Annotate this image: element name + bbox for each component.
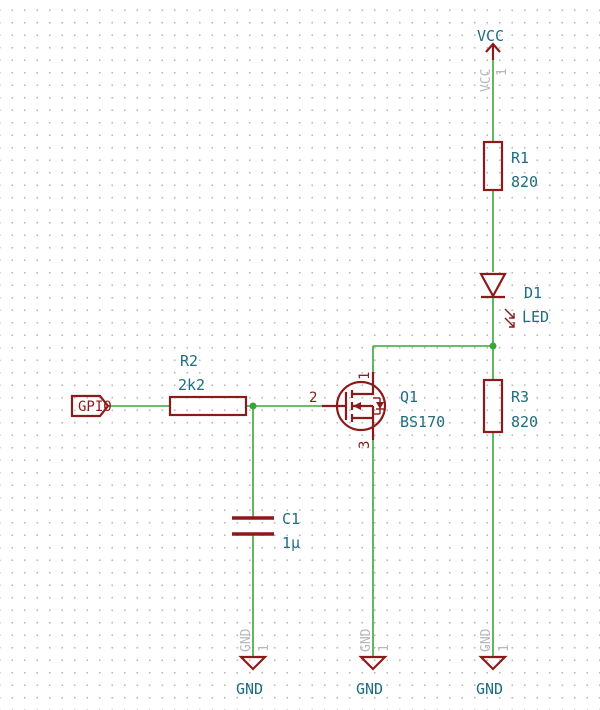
- gnd-c1-pin-number: 1: [257, 644, 272, 652]
- gnd-symbol-r3[interactable]: GND GND 1: [476, 628, 512, 698]
- gnd-r3-hidden-name: GND: [479, 628, 494, 652]
- resistor-r3[interactable]: R3 820: [482, 378, 538, 434]
- mosfet-q1[interactable]: 2 1 3 Q1 BS170: [309, 372, 445, 449]
- gnd-r3-label: GND: [476, 680, 503, 698]
- q1-pin-gate: 2: [309, 390, 317, 406]
- q1-reference: Q1: [400, 388, 418, 406]
- wires: [108, 60, 494, 657]
- resistor-r1[interactable]: R1 820: [482, 140, 538, 192]
- d1-value: LED: [522, 308, 549, 326]
- capacitor-c1[interactable]: C1 1µ: [232, 510, 300, 552]
- gpio-label-text: GPIO: [78, 399, 112, 415]
- r1-value: 820: [511, 173, 538, 191]
- c1-value: 1µ: [282, 534, 300, 552]
- r2-reference: R2: [180, 352, 198, 370]
- vcc-symbol[interactable]: VCC VCC 1: [477, 27, 510, 92]
- q1-value: BS170: [400, 413, 445, 431]
- vcc-hidden-name: VCC: [479, 69, 494, 92]
- q1-pin-drain: 1: [357, 372, 373, 380]
- led-d1[interactable]: D1 LED: [479, 272, 549, 328]
- gnd-c1-label: GND: [236, 680, 263, 698]
- r3-reference: R3: [511, 388, 529, 406]
- gnd-r3-pin-number: 1: [497, 644, 512, 652]
- gnd-symbol-c1[interactable]: GND GND 1: [236, 628, 272, 698]
- gnd-q1-hidden-name: GND: [359, 628, 374, 652]
- gnd-symbol-q1[interactable]: GND GND 1: [356, 628, 392, 698]
- r1-reference: R1: [511, 149, 529, 167]
- r2-value: 2k2: [178, 376, 205, 394]
- gnd-c1-hidden-name: GND: [239, 628, 254, 652]
- vcc-pin-number: 1: [495, 68, 510, 76]
- q1-pin-source: 3: [357, 441, 373, 449]
- gnd-q1-label: GND: [356, 680, 383, 698]
- junction-drain-node: [489, 342, 497, 350]
- d1-reference: D1: [524, 284, 542, 302]
- junction-gate-node: [249, 402, 257, 410]
- gnd-q1-pin-number: 1: [377, 644, 392, 652]
- vcc-label: VCC: [477, 27, 504, 45]
- resistor-r2[interactable]: R2 2k2: [168, 352, 248, 417]
- gpio-hierarchical-label[interactable]: GPIO: [70, 394, 112, 418]
- r3-value: 820: [511, 413, 538, 431]
- c1-reference: C1: [282, 510, 300, 528]
